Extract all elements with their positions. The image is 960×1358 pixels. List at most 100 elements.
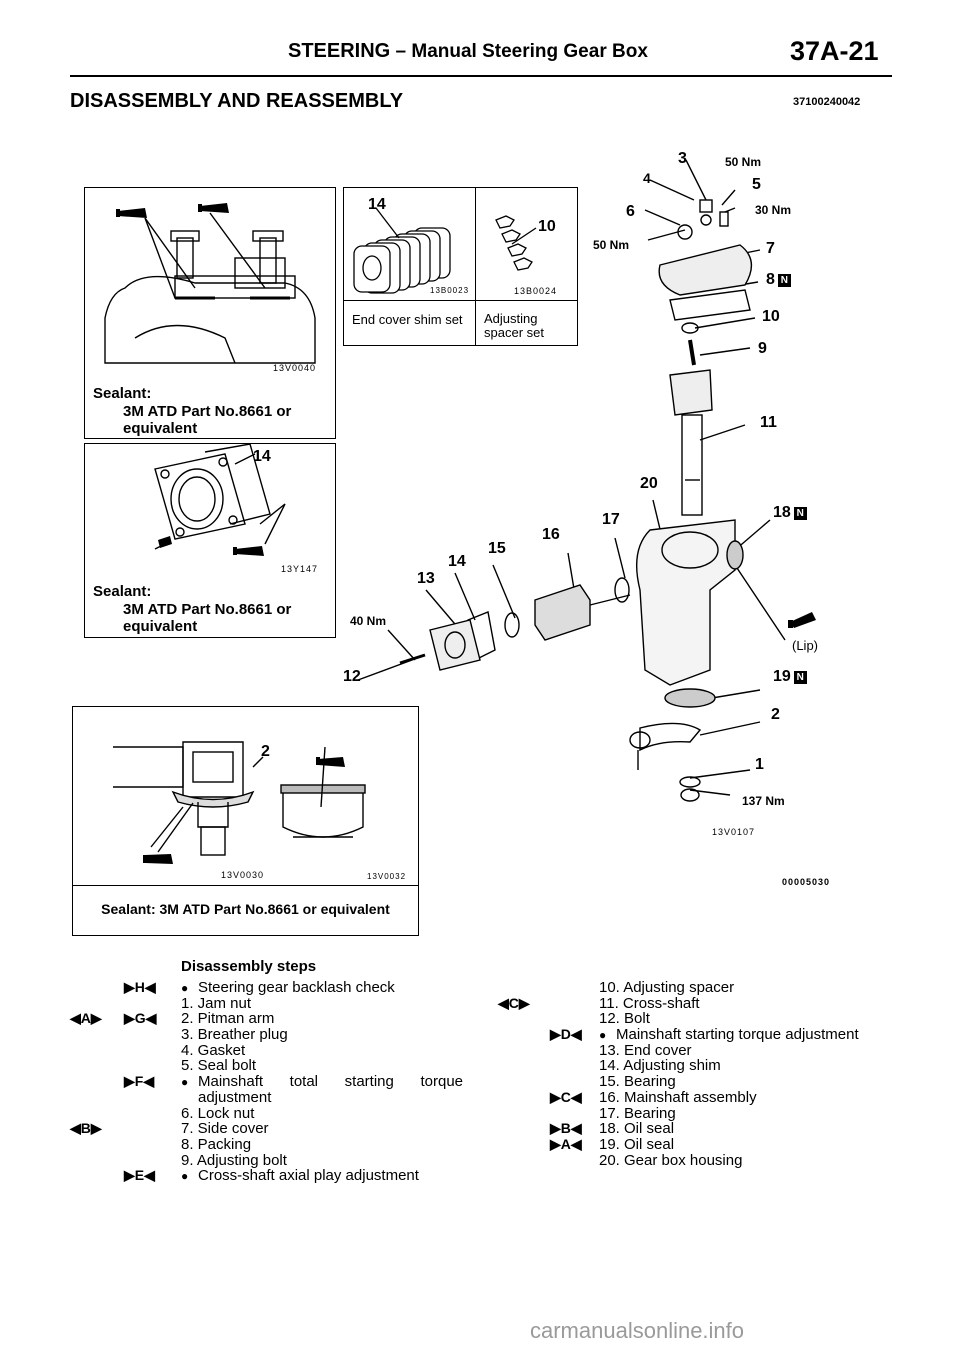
step-row: 9. Adjusting bolt <box>0 1152 470 1169</box>
step-row: ◀B▶ 7. Side cover <box>0 1120 470 1138</box>
callout-3: 3 <box>678 150 687 167</box>
end-cover-shim-caption: End cover shim set <box>352 312 463 327</box>
step-row: 4. Gasket <box>0 1043 470 1059</box>
service-mark-disassembly: ▶F◀ <box>124 1073 155 1090</box>
callout-8-number: 8 <box>766 271 775 288</box>
header-title-dash: – <box>390 41 412 62</box>
step-row: 1. Jam nut <box>0 994 470 1012</box>
service-mark-reassembly: ◀A▶ <box>70 1010 102 1027</box>
header-rule <box>70 75 892 77</box>
gear-box-exploded-view <box>357 159 786 802</box>
service-mark-disassembly: ▶D◀ <box>550 1026 582 1043</box>
step-text: 13. End cover <box>599 1041 692 1059</box>
callout-19-number: 19 <box>773 668 791 685</box>
step-row: ▶A◀19. Oil seal <box>480 1135 900 1153</box>
new-part-badge: N <box>777 274 791 287</box>
service-mark-disassembly: ▶B◀ <box>550 1120 582 1137</box>
callout-14: 14 <box>368 196 386 213</box>
step-text: 1. Jam nut <box>181 994 252 1012</box>
figure-code: 13V0040 <box>273 363 317 373</box>
callout-18-number: 18 <box>773 504 791 521</box>
figure-code: 13Y147 <box>281 564 319 574</box>
step-text: 20. Gear box housing <box>599 1151 743 1169</box>
figure-shim-sets: 14 10 13B0023 13B0024 End cover shim set… <box>343 187 578 346</box>
section-title: DISASSEMBLY AND REASSEMBLY <box>70 90 404 112</box>
step-row: ▶B◀ 18. Oil seal <box>480 1120 900 1138</box>
step-text: 18. Oil seal <box>599 1120 675 1138</box>
callout-7: 7 <box>766 240 775 257</box>
adjusting-spacer-caption: Adjusting spacer set <box>484 311 544 340</box>
step-row: 6. Lock nut <box>0 1105 470 1122</box>
callout-1: 1 <box>755 756 764 773</box>
figure-code: 13V0107 <box>712 827 756 837</box>
side-cover-illustration <box>104 203 316 364</box>
step-row: 12. Bolt <box>480 1011 900 1027</box>
torque-seal-bolt: 50 Nm <box>725 155 762 169</box>
step-text: Mainshaft total starting torque <box>198 1073 463 1091</box>
callout-17: 17 <box>602 511 620 528</box>
callout-5: 5 <box>752 176 761 193</box>
header-title-rest: Manual Steering Gear Box <box>411 41 648 62</box>
step-text: 10. Adjusting spacer <box>599 979 735 996</box>
step-row: 10. Adjusting spacer <box>480 980 900 996</box>
step-row: ▶H◀●Steering gear backlash check <box>0 979 470 996</box>
sealant-equivalent: equivalent <box>123 618 198 635</box>
sealant-label: Sealant: <box>93 385 152 402</box>
step-row: ◀A▶▶G◀2. Pitman arm <box>0 1011 470 1027</box>
step-text: 12. Bolt <box>599 1010 650 1028</box>
step-row: adjustment <box>0 1090 470 1106</box>
shim-illustration <box>353 207 537 294</box>
figure-reference: 00005030 <box>782 877 831 887</box>
sealant-icon <box>788 612 816 628</box>
callout-4: 4 <box>643 170 651 186</box>
callout-20: 20 <box>640 475 658 492</box>
step-row: ▶F◀●Mainshaft total starting torque <box>0 1073 470 1091</box>
figure-sealant-oil-seal: 2 13V0030 13V0032 Sealant: 3M ATD Part N… <box>72 706 419 936</box>
step-bullet: ● <box>181 1169 189 1184</box>
oil-seal-illustration <box>113 741 366 864</box>
callout-13: 13 <box>417 570 435 587</box>
step-text: 3. Breather plug <box>181 1026 288 1044</box>
step-text: 8. Packing <box>181 1135 252 1153</box>
watermark: carmanualsonline.info <box>530 1318 745 1343</box>
step-text: 15. Bearing <box>599 1073 676 1091</box>
new-part-badge: N <box>793 671 807 684</box>
step-row: 17. Bearing <box>480 1105 900 1122</box>
figure-sealant-end-cover: 14 13Y147 Sealant: 3M ATD Part No.8661 o… <box>84 443 336 638</box>
step-text: 2. Pitman arm <box>181 1010 275 1028</box>
step-row: 20. Gear box housing <box>480 1151 900 1169</box>
section-code: 37100240042 <box>793 96 861 108</box>
service-mark-disassembly: ▶E◀ <box>124 1167 155 1184</box>
service-mark-disassembly: ▶H◀ <box>124 979 156 995</box>
step-text: Cross-shaft axial play adjustment <box>198 1167 419 1185</box>
step-bullet: ● <box>599 1028 607 1043</box>
callout-6: 6 <box>626 203 635 220</box>
callout-10: 10 <box>538 218 556 235</box>
header-title-prefix: STEERING <box>288 40 391 62</box>
callout-12: 12 <box>343 668 361 685</box>
sealant-spec: 3M ATD Part No.8661 or <box>123 403 292 420</box>
callout-14-end-cover: 14 <box>253 448 271 465</box>
header-title: STEERING – Manual Steering Gear Box <box>288 40 648 63</box>
callout-14: 14 <box>448 553 466 570</box>
new-part-badge: N <box>793 507 807 520</box>
step-row: 13. End cover <box>480 1043 900 1059</box>
step-row: 5. Seal bolt <box>0 1058 470 1074</box>
torque-lock-nut: 50 Nm <box>593 238 630 252</box>
torque-side-cover-bolt: 30 Nm <box>755 203 792 217</box>
figure-sealant-side-cover: 13V0040 Sealant: 3M ATD Part No.8661 or … <box>84 187 336 439</box>
service-mark-reassembly: ◀C▶ <box>498 994 530 1011</box>
end-cover-illustration <box>154 444 286 556</box>
lip-label: (Lip) <box>792 638 819 653</box>
sealant-caption: Sealant: 3M ATD Part No.8661 or equivale… <box>101 901 390 917</box>
sealant-spec: 3M ATD Part No.8661 or <box>123 601 292 618</box>
service-mark-reassembly: ◀B▶ <box>70 1120 102 1137</box>
step-text: 7. Side cover <box>181 1120 269 1138</box>
sealant-label: Sealant: <box>93 583 152 600</box>
torque-jam-nut: 137 Nm <box>742 794 785 808</box>
torque-end-cover-bolt: 40 Nm <box>350 614 387 628</box>
service-mark-disassembly: ▶A◀ <box>550 1135 582 1152</box>
